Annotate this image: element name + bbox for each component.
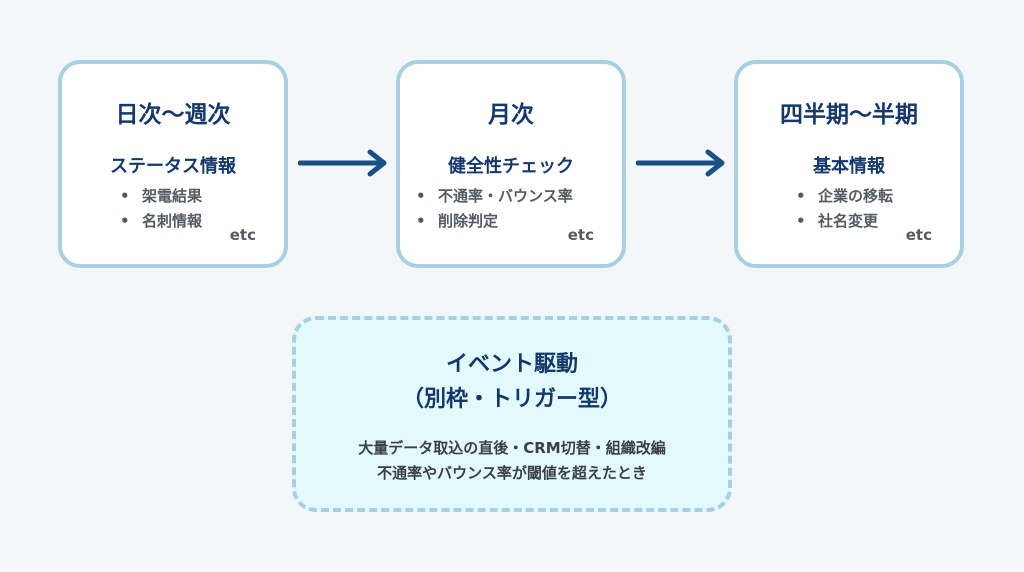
list-item: 削除判定 [416, 209, 622, 234]
stage-items: 企業の移転 社名変更 [738, 184, 960, 234]
list-item: 架電結果 [120, 184, 284, 209]
arrow-right-icon [636, 149, 725, 177]
stage-monthly: 月次 健全性チェック 不通率・バウンス率 削除判定 etc [396, 60, 626, 268]
list-item: 社名変更 [796, 209, 960, 234]
stage-quarterly-halfyear: 四半期〜半期 基本情報 企業の移転 社名変更 etc [734, 60, 964, 268]
stage-subtitle: ステータス情報 [110, 156, 236, 177]
list-item: 企業の移転 [796, 184, 960, 209]
event-description: 不通率やバウンス率が閾値を超えたとき [377, 464, 647, 482]
etc-label: etc [229, 226, 256, 244]
stage-items: 不通率・バウンス率 削除判定 [400, 184, 622, 234]
event-description: 大量データ取込の直後・CRM切替・組織改編 [358, 439, 666, 457]
stage-title: 月次 [488, 102, 534, 128]
stage-title: 四半期〜半期 [780, 102, 918, 128]
stage-items: 架電結果 名刺情報 [62, 184, 284, 234]
arrow-right-icon [298, 149, 387, 177]
etc-label: etc [905, 226, 932, 244]
stage-title: 日次〜週次 [115, 102, 231, 128]
event-title: イベント駆動 [445, 352, 578, 377]
event-subtitle: （別枠・トリガー型） [401, 387, 622, 412]
event-driven-box: イベント駆動 （別枠・トリガー型） 大量データ取込の直後・CRM切替・組織改編 … [292, 316, 732, 512]
list-item: 不通率・バウンス率 [416, 184, 622, 209]
list-item: 名刺情報 [120, 209, 284, 234]
stage-subtitle: 健全性チェック [448, 156, 574, 177]
stage-daily-weekly: 日次〜週次 ステータス情報 架電結果 名刺情報 etc [58, 60, 288, 268]
stage-subtitle: 基本情報 [813, 156, 885, 177]
etc-label: etc [567, 226, 594, 244]
